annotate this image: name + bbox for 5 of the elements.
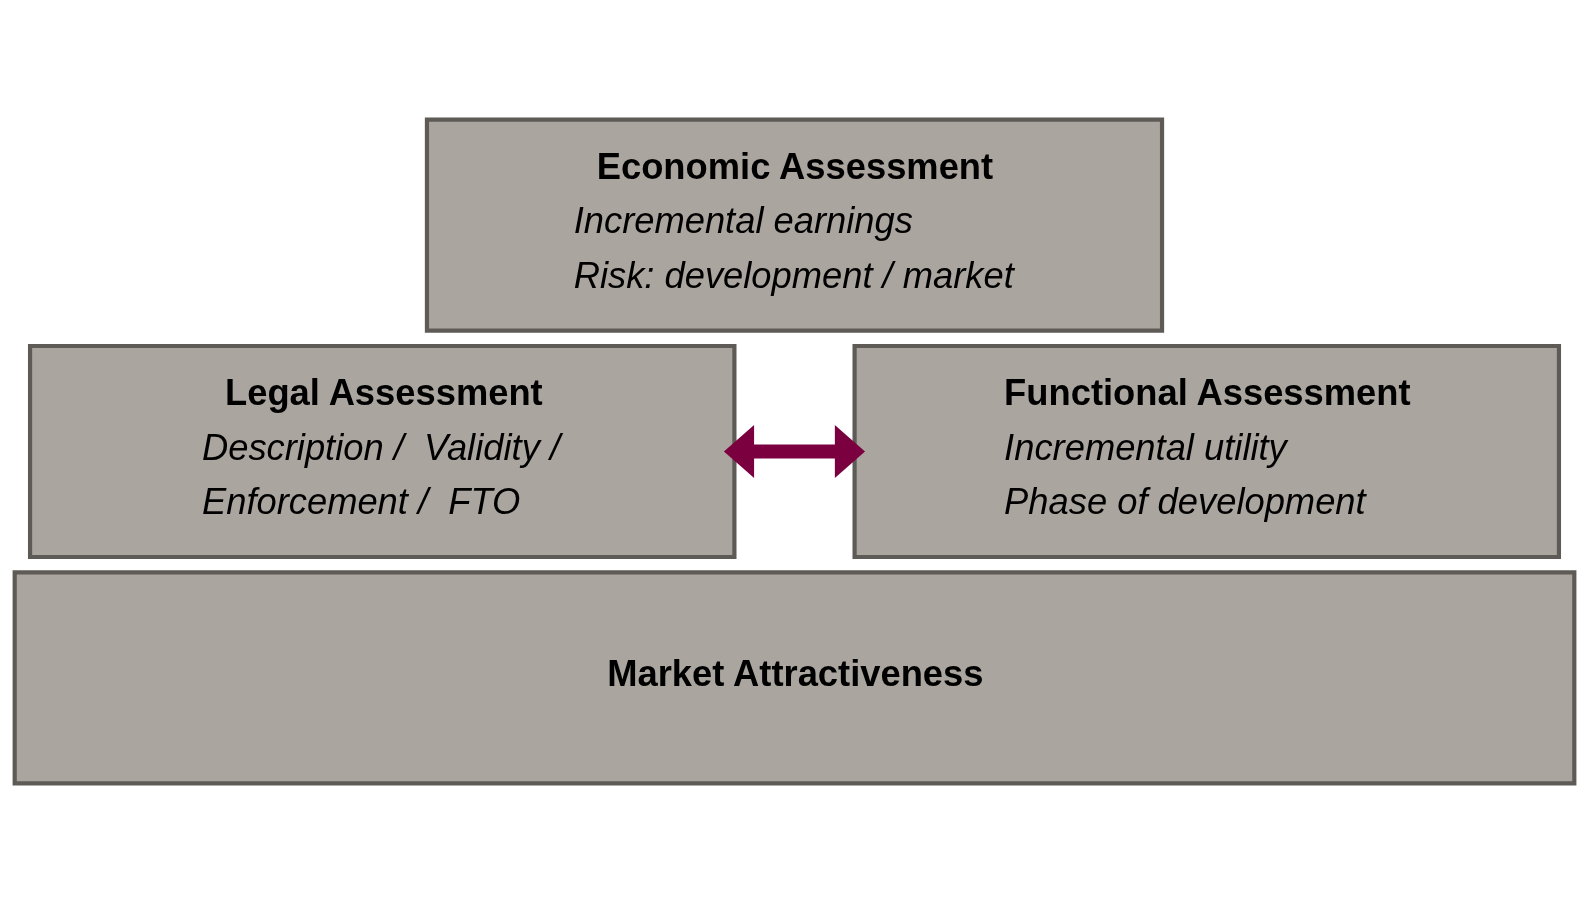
node-box: Economic Assessment Incremental earnings Risk: development / market (424, 117, 1165, 333)
node-box: Functional Assessment Incremental utility Phase of development (852, 343, 1562, 559)
node-box: Legal Assessment Description / Validity / Enforcement / FTO (27, 343, 737, 559)
arrow (723, 424, 866, 478)
node-box: Market Attractiveness (12, 569, 1577, 785)
